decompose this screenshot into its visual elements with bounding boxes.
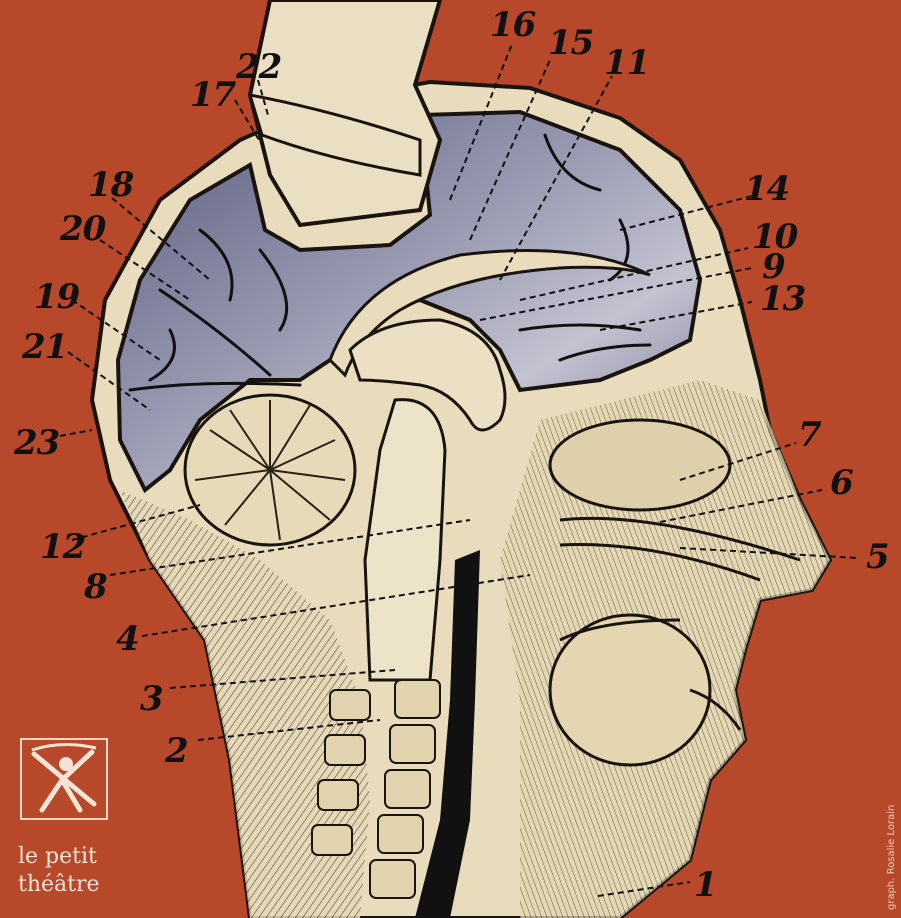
label-13: 13 (760, 282, 805, 316)
designer-credit: graph. Rosalie Lorain (886, 790, 898, 910)
label-6: 6 (830, 466, 853, 500)
label-20: 20 (60, 212, 105, 246)
dancer-figure-icon (22, 740, 106, 818)
cerebellum (185, 395, 355, 545)
label-11: 11 (604, 46, 649, 80)
label-19: 19 (34, 280, 79, 314)
label-14: 14 (744, 172, 789, 206)
label-23: 23 (14, 426, 59, 460)
label-8: 8 (84, 570, 107, 604)
theatre-logo: le petit théâtre (14, 738, 118, 908)
label-2: 2 (165, 734, 188, 768)
credit-text: graph. Rosalie Lorain (886, 805, 897, 910)
label-22: 22 (236, 50, 281, 84)
label-17: 17 (190, 78, 235, 112)
logo-line-1: le petit (18, 846, 128, 868)
label-5: 5 (866, 540, 889, 574)
label-21: 21 (22, 330, 67, 364)
label-10: 10 (752, 220, 797, 254)
label-7: 7 (798, 418, 821, 452)
label-12: 12 (40, 530, 85, 564)
label-15: 15 (548, 26, 593, 60)
label-1: 1 (694, 868, 717, 902)
label-16: 16 (490, 8, 535, 42)
label-4: 4 (116, 622, 139, 656)
logo-line-2: théâtre (18, 874, 128, 896)
label-3: 3 (140, 682, 163, 716)
logo-frame (20, 738, 108, 820)
label-18: 18 (88, 168, 133, 202)
